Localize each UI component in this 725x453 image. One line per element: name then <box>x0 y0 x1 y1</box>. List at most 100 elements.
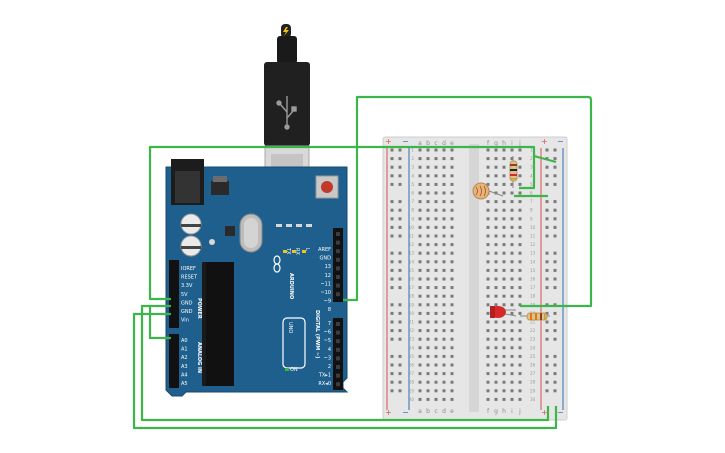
rail-hole[interactable] <box>545 217 549 221</box>
breadboard-hole[interactable] <box>442 243 446 247</box>
breadboard-hole[interactable] <box>502 286 506 290</box>
breadboard-hole[interactable] <box>450 182 454 186</box>
breadboard-hole[interactable] <box>418 363 422 367</box>
rail-hole[interactable] <box>390 200 394 204</box>
breadboard-hole[interactable] <box>426 243 430 247</box>
breadboard-hole[interactable] <box>494 354 498 358</box>
rail-hole[interactable] <box>398 277 402 281</box>
rail-hole[interactable] <box>545 251 549 255</box>
breadboard-hole[interactable] <box>442 397 446 401</box>
breadboard-hole[interactable] <box>494 260 498 264</box>
breadboard-hole[interactable] <box>434 363 438 367</box>
breadboard-hole[interactable] <box>502 225 506 229</box>
breadboard-hole[interactable] <box>518 148 522 152</box>
breadboard-hole[interactable] <box>502 148 506 152</box>
breadboard-hole[interactable] <box>426 329 430 333</box>
breadboard-hole[interactable] <box>434 311 438 315</box>
breadboard-hole[interactable] <box>502 372 506 376</box>
breadboard-hole[interactable] <box>518 294 522 298</box>
breadboard-hole[interactable] <box>518 200 522 204</box>
breadboard-hole[interactable] <box>502 251 506 255</box>
rail-hole[interactable] <box>390 182 394 186</box>
breadboard-hole[interactable] <box>426 311 430 315</box>
breadboard-hole[interactable] <box>450 363 454 367</box>
rail-hole[interactable] <box>545 286 549 290</box>
breadboard-hole[interactable] <box>518 286 522 290</box>
breadboard-hole[interactable] <box>426 337 430 341</box>
breadboard-hole[interactable] <box>502 363 506 367</box>
breadboard-hole[interactable] <box>434 191 438 195</box>
breadboard-hole[interactable] <box>502 397 506 401</box>
breadboard-hole[interactable] <box>518 320 522 324</box>
rail-hole[interactable] <box>398 268 402 272</box>
rail-hole[interactable] <box>545 372 549 376</box>
breadboard-hole[interactable] <box>434 303 438 307</box>
breadboard-hole[interactable] <box>426 157 430 161</box>
breadboard-hole[interactable] <box>418 311 422 315</box>
breadboard-hole[interactable] <box>426 208 430 212</box>
breadboard-hole[interactable] <box>442 234 446 238</box>
breadboard-hole[interactable] <box>442 346 446 350</box>
rail-hole[interactable] <box>398 337 402 341</box>
header-hole[interactable] <box>336 249 340 254</box>
breadboard-hole[interactable] <box>494 320 498 324</box>
breadboard-hole[interactable] <box>510 217 514 221</box>
rail-hole[interactable] <box>390 286 394 290</box>
header-hole[interactable] <box>336 232 340 236</box>
breadboard-hole[interactable] <box>434 389 438 393</box>
breadboard-hole[interactable] <box>510 243 514 247</box>
breadboard-hole[interactable] <box>426 286 430 290</box>
breadboard-hole[interactable] <box>494 243 498 247</box>
rail-hole[interactable] <box>398 148 402 152</box>
breadboard-hole[interactable] <box>450 354 454 358</box>
rail-hole[interactable] <box>398 329 402 333</box>
breadboard-hole[interactable] <box>434 174 438 178</box>
digital-header-top[interactable] <box>333 228 343 302</box>
rail-hole[interactable] <box>545 320 549 324</box>
breadboard-hole[interactable] <box>450 286 454 290</box>
breadboard-hole[interactable] <box>418 354 422 358</box>
breadboard-hole[interactable] <box>518 234 522 238</box>
breadboard-hole[interactable] <box>434 354 438 358</box>
breadboard-hole[interactable] <box>510 208 514 212</box>
breadboard-hole[interactable] <box>502 346 506 350</box>
breadboard-hole[interactable] <box>486 363 490 367</box>
breadboard-hole[interactable] <box>502 320 506 324</box>
rail-hole[interactable] <box>390 380 394 384</box>
breadboard-hole[interactable] <box>486 372 490 376</box>
breadboard-hole[interactable] <box>510 363 514 367</box>
breadboard-hole[interactable] <box>510 148 514 152</box>
breadboard-hole[interactable] <box>434 320 438 324</box>
rail-hole[interactable] <box>398 363 402 367</box>
breadboard-hole[interactable] <box>518 277 522 281</box>
breadboard-hole[interactable] <box>518 157 522 161</box>
breadboard-hole[interactable] <box>494 182 498 186</box>
rail-hole[interactable] <box>390 208 394 212</box>
breadboard-hole[interactable] <box>510 337 514 341</box>
rail-hole[interactable] <box>398 208 402 212</box>
rail-hole[interactable] <box>553 157 557 161</box>
breadboard-hole[interactable] <box>418 337 422 341</box>
rail-hole[interactable] <box>545 260 549 264</box>
breadboard-hole[interactable] <box>442 337 446 341</box>
breadboard-hole[interactable] <box>418 260 422 264</box>
breadboard-hole[interactable] <box>510 225 514 229</box>
rail-hole[interactable] <box>545 182 549 186</box>
rail-hole[interactable] <box>553 260 557 264</box>
breadboard-hole[interactable] <box>442 200 446 204</box>
breadboard-hole[interactable] <box>442 157 446 161</box>
rail-hole[interactable] <box>553 225 557 229</box>
breadboard-hole[interactable] <box>494 372 498 376</box>
rail-hole[interactable] <box>390 225 394 229</box>
breadboard-hole[interactable] <box>442 389 446 393</box>
breadboard-hole[interactable] <box>494 225 498 229</box>
wire-pin9-to-led[interactable] <box>343 95 593 308</box>
breadboard-hole[interactable] <box>518 303 522 307</box>
rail-hole[interactable] <box>390 234 394 238</box>
breadboard-hole[interactable] <box>486 208 490 212</box>
header-hole[interactable] <box>336 322 340 326</box>
breadboard-hole[interactable] <box>418 243 422 247</box>
breadboard-hole[interactable] <box>450 294 454 298</box>
breadboard-hole[interactable] <box>418 277 422 281</box>
rail-hole[interactable] <box>390 372 394 376</box>
